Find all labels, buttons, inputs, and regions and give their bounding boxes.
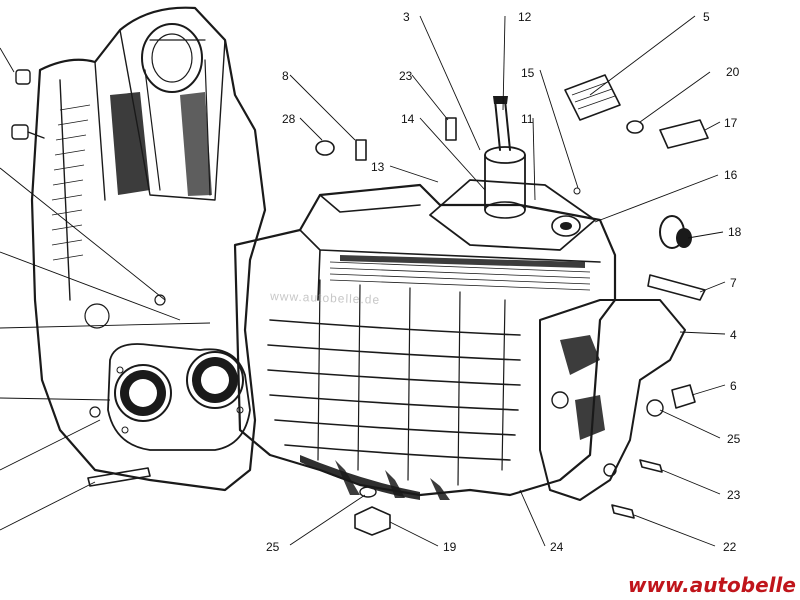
- callout-labels: 3 12 5 15 20 8 23 28 14 11 17 13 16 18 7…: [266, 10, 742, 554]
- site-label: www.autobelle: [628, 573, 796, 597]
- callout-23-right: 23: [727, 488, 741, 502]
- callout-16: 16: [724, 168, 738, 182]
- callout-13: 13: [371, 160, 385, 174]
- callout-8: 8: [282, 69, 289, 83]
- callout-24: 24: [550, 540, 564, 554]
- callout-15: 15: [521, 66, 535, 80]
- callout-3: 3: [403, 10, 410, 24]
- callout-19: 19: [443, 540, 457, 554]
- callout-22: 22: [723, 540, 737, 554]
- bell-housing: [11, 6, 267, 492]
- gearbox-drawing: www.autobelle.de: [11, 6, 709, 536]
- watermark-text: www.autobelle.de: [269, 289, 380, 307]
- shift-tower: [429, 96, 596, 251]
- rear-cover: [539, 299, 686, 501]
- callout-7: 7: [730, 276, 737, 290]
- callout-6: 6: [730, 379, 737, 393]
- main-casing: [233, 183, 617, 500]
- callout-18: 18: [728, 225, 742, 239]
- callout-5: 5: [703, 10, 710, 24]
- callout-17: 17: [724, 116, 738, 130]
- callout-14: 14: [401, 112, 415, 126]
- callout-4: 4: [730, 328, 737, 342]
- loose-parts: [87, 74, 709, 536]
- callout-20: 20: [726, 65, 740, 79]
- callout-11: 11: [521, 112, 534, 126]
- leader-lines: [0, 15, 726, 547]
- callout-12: 12: [518, 10, 532, 24]
- callout-23-top: 23: [399, 69, 413, 83]
- gasket-plate: [107, 343, 251, 451]
- callout-28: 28: [282, 112, 296, 126]
- callout-25-bottom: 25: [266, 540, 280, 554]
- callout-25-right: 25: [727, 432, 741, 446]
